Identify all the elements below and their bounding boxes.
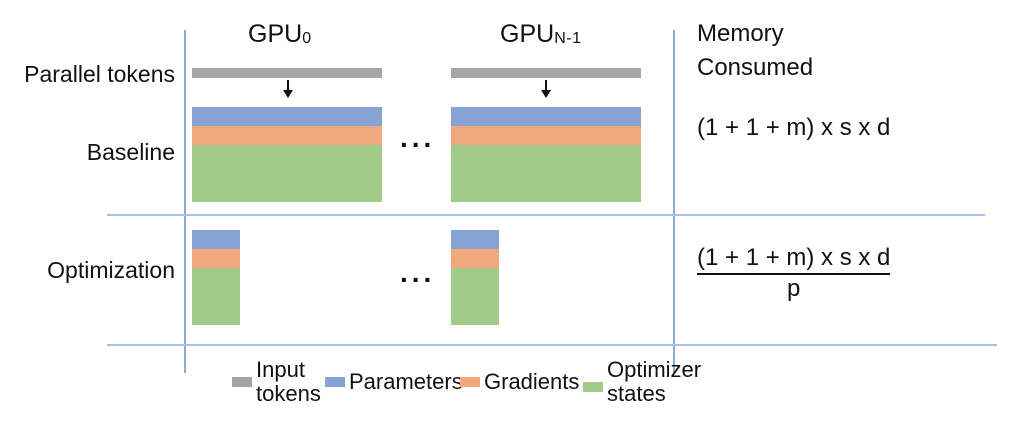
legend-label-parameters: Parameters [349, 369, 463, 394]
ellipsis-optimization: ... [400, 257, 436, 288]
memory-title-line1: Memory [697, 20, 784, 47]
optimizer-states-block-gpu0-opt [192, 268, 240, 325]
gpu-first-title: GPU0 [248, 20, 312, 49]
legend-gradients: Gradients [460, 370, 579, 394]
legend-parameters: Parameters [325, 370, 463, 394]
legend-swatch-parameters [325, 377, 345, 387]
ellipsis-baseline: ... [400, 122, 436, 153]
row-divider-baseline [107, 214, 985, 216]
memory-title-line2: Consumed [697, 54, 814, 81]
parameters-block-gpun1-opt [451, 230, 499, 249]
legend-label-line1: Optimizer [607, 357, 702, 382]
input-tokens-bar-gpun1 [451, 68, 641, 78]
gpu-last-title-text: GPU [500, 20, 555, 48]
memory-consumed-title: Memory Consumed [697, 17, 813, 85]
legend-label-line2: tokens [256, 381, 321, 406]
row-label-optimization: Optimization [47, 257, 175, 283]
parameters-block-gpu0-opt [192, 230, 240, 249]
gradients-block-gpu0-opt [192, 249, 240, 268]
column-divider-left [184, 30, 186, 373]
formula-denominator: p [787, 275, 801, 302]
gpu-first-title-text: GPU [248, 20, 303, 48]
legend-swatch-gradients [460, 377, 480, 387]
gradients-block-gpun1-baseline [451, 126, 641, 145]
arrow-down-icon [284, 80, 292, 98]
row-label-baseline: Baseline [86, 139, 175, 165]
legend-label-line1: Input [256, 357, 305, 382]
gradients-block-gpu0-baseline [192, 126, 382, 145]
row-divider-optimization [107, 344, 997, 346]
optimizer-states-block-gpun1-baseline [451, 145, 641, 202]
legend-swatch-optimizer-states [583, 382, 603, 392]
parameters-block-gpu0-baseline [192, 107, 382, 126]
legend-label-gradients: Gradients [484, 369, 580, 394]
arrow-down-icon [542, 80, 550, 98]
optimizer-states-block-gpu0-baseline [192, 145, 382, 202]
legend-input-tokens: Input tokens [232, 358, 321, 406]
optimizer-states-block-gpun1-opt [451, 268, 499, 325]
legend-label-optimizer-states: Optimizer states [607, 358, 701, 406]
formula-baseline: (1 + 1 + m) x s x d [697, 114, 891, 141]
gpu-last-subscript: N-1 [554, 30, 582, 47]
input-tokens-bar-gpu0 [192, 68, 382, 78]
legend-optimizer-states: Optimizer states [583, 358, 701, 406]
parameters-block-gpun1-baseline [451, 107, 641, 126]
column-divider-right [673, 30, 675, 373]
gpu-first-subscript: 0 [302, 30, 312, 47]
row-label-parallel-tokens: Parallel tokens [24, 61, 175, 87]
legend-label-input-tokens: Input tokens [256, 358, 321, 406]
gpu-last-title: GPUN-1 [500, 20, 581, 49]
legend-label-line2: states [607, 381, 666, 406]
legend-swatch-input-tokens [232, 377, 252, 387]
formula-optimization: (1 + 1 + m) x s x d p [697, 244, 891, 303]
formula-numerator: (1 + 1 + m) x s x d [697, 244, 891, 275]
gradients-block-gpun1-opt [451, 249, 499, 268]
